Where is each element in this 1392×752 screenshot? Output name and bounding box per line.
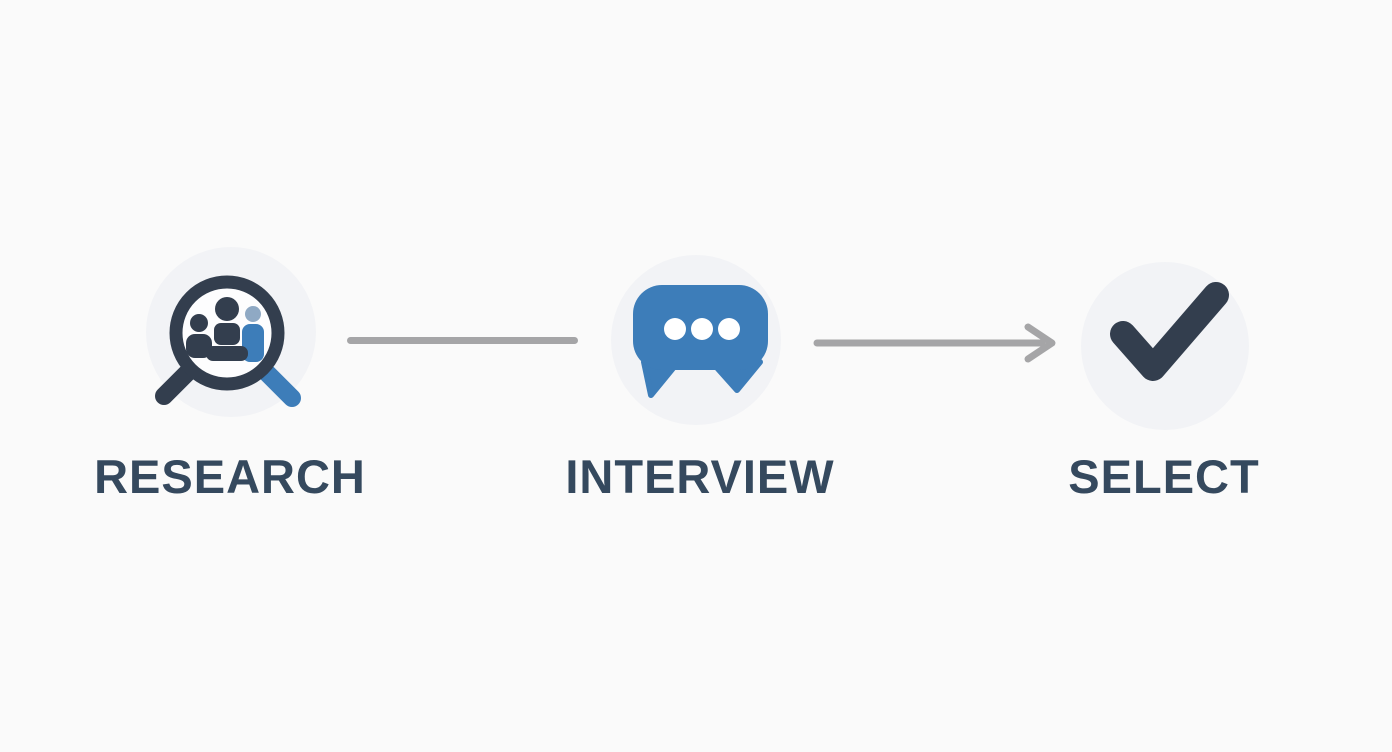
magnifier-ring — [169, 275, 285, 391]
ellipsis-dot — [691, 318, 713, 340]
person-head — [190, 314, 208, 332]
checkmark-stroke — [1110, 282, 1229, 381]
step-label: SELECT — [1068, 450, 1260, 503]
person-body — [214, 323, 240, 345]
checkmark-icon — [1110, 282, 1229, 381]
connector-arrow — [813, 323, 1056, 363]
ellipsis-dot — [718, 318, 740, 340]
person-head — [245, 306, 261, 322]
chat-bubble-ellipsis-icon — [633, 285, 768, 398]
person-head — [215, 297, 239, 321]
people-search-magnifier-icon — [155, 275, 301, 407]
person-base — [206, 346, 248, 361]
step-label: INTERVIEW — [565, 450, 835, 503]
person-body — [186, 334, 212, 358]
arrow-head — [1024, 323, 1056, 363]
step-label: RESEARCH — [94, 450, 366, 503]
connector-line — [347, 337, 578, 344]
ellipsis-dot — [664, 318, 686, 340]
